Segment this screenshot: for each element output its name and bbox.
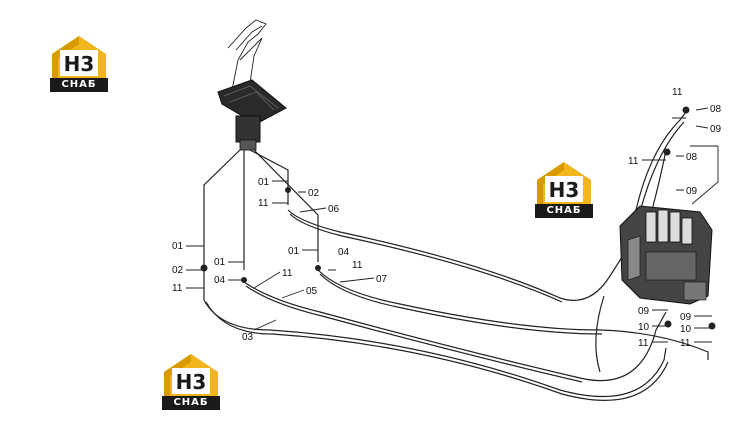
- hose-upper-right-2: [651, 149, 667, 211]
- label-10: 10: [638, 322, 650, 333]
- leaders-center: [228, 261, 244, 281]
- part-labels: 01 02 11 01 04 01 02 11 06 01 04 11 07 1…: [172, 87, 722, 349]
- valve-port-block: [683, 281, 707, 301]
- pedal-ribs-2: [229, 91, 275, 111]
- valve-spool-2: [657, 209, 669, 243]
- label-05: 05: [306, 286, 318, 297]
- logo-house-icon: [52, 36, 106, 78]
- pedal-ribs: [223, 85, 279, 109]
- leader-lines: [186, 107, 712, 343]
- label-09: 09: [710, 124, 722, 135]
- hose-upper-right-3: [691, 146, 719, 205]
- label-11: 11: [628, 156, 639, 167]
- valve-spool-1: [645, 211, 657, 243]
- label-11: 11: [672, 87, 683, 98]
- label-08: 08: [710, 104, 722, 115]
- hose-upper-right-1: [635, 111, 687, 211]
- pilot-pedal-assembly: [217, 19, 287, 151]
- watermark-logo-middle-right: H3 СНАБ: [533, 160, 595, 220]
- logo-house-icon: [164, 354, 218, 396]
- logo-mark-text: H3: [548, 178, 580, 202]
- hose-line-left: [203, 149, 241, 300]
- hose-06: [287, 209, 635, 301]
- label-09: 09: [686, 186, 698, 197]
- pilot-valve-base: [239, 139, 257, 151]
- logo-brand-text: СНАБ: [535, 204, 593, 218]
- watermark-logo-bottom-left: H3 СНАБ: [160, 352, 222, 412]
- label-03: 03: [242, 332, 254, 343]
- hose-return: [595, 295, 605, 373]
- hose-05-outer: [245, 285, 583, 383]
- pedal-lever-left: [227, 19, 267, 91]
- main-control-valve: [619, 205, 713, 305]
- label-11: 11: [680, 338, 691, 349]
- label-11: 11: [352, 260, 363, 271]
- logo-mark-text: H3: [175, 370, 207, 394]
- label-04: 04: [338, 247, 350, 258]
- hose-07: [317, 269, 709, 360]
- leaders-bottom-right: [694, 315, 712, 343]
- logo-brand-text: СНАБ: [50, 78, 108, 92]
- hose-line-right-lower: [253, 149, 319, 262]
- leaders-top-right: [672, 107, 709, 129]
- logo-mark-text: H3: [63, 52, 95, 76]
- pedal-lever-edge: [235, 25, 263, 51]
- pilot-valve-body: [235, 115, 261, 143]
- valve-spool-4: [681, 217, 693, 245]
- label-10: 10: [680, 324, 692, 335]
- hose-03: [203, 299, 667, 398]
- valve-spool-3: [669, 211, 681, 243]
- leaders-lower: [253, 271, 305, 331]
- label-01: 01: [288, 246, 300, 257]
- label-11: 11: [638, 338, 649, 349]
- fitting-04-right: [315, 265, 321, 271]
- label-09: 09: [638, 306, 650, 317]
- watermark-logo-top-left: H3 СНАБ: [48, 34, 110, 94]
- leaders-left: [186, 245, 204, 289]
- leaders-upper: [272, 180, 327, 213]
- label-04: 04: [214, 275, 226, 286]
- leaders-bottom-left: [652, 309, 668, 343]
- label-01: 01: [258, 177, 270, 188]
- hose-lines: [203, 111, 719, 401]
- label-02: 02: [308, 188, 320, 199]
- hose-03-outer: [205, 301, 669, 401]
- pedal-plate: [217, 79, 287, 125]
- label-02: 02: [172, 265, 184, 276]
- label-01: 01: [172, 241, 184, 252]
- fitting-02-upper: [285, 187, 291, 193]
- label-09: 09: [680, 312, 692, 323]
- hose-07-outer: [319, 273, 603, 335]
- hose-06-outer: [289, 213, 563, 303]
- logo-house-icon: [537, 162, 591, 204]
- leaders-right: [302, 249, 375, 283]
- label-11: 11: [258, 198, 269, 209]
- pedal-lever-right: [239, 37, 263, 97]
- label-08: 08: [686, 152, 698, 163]
- label-11: 11: [172, 283, 183, 294]
- fitting-10-left: [664, 320, 672, 328]
- label-11: 11: [282, 268, 293, 279]
- valve-section-front: [645, 251, 697, 281]
- valve-section-side: [627, 235, 641, 281]
- fitting-08-mid: [663, 148, 671, 156]
- fitting-08-top: [682, 106, 690, 114]
- label-07: 07: [376, 274, 388, 285]
- fitting-10-right: [708, 322, 716, 330]
- hose-05: [243, 281, 667, 382]
- leaders-mid-right: [642, 155, 684, 191]
- hose-line-right-upper: [249, 149, 289, 205]
- label-06: 06: [328, 204, 340, 215]
- label-01: 01: [214, 257, 226, 268]
- logo-brand-text: СНАБ: [162, 396, 220, 410]
